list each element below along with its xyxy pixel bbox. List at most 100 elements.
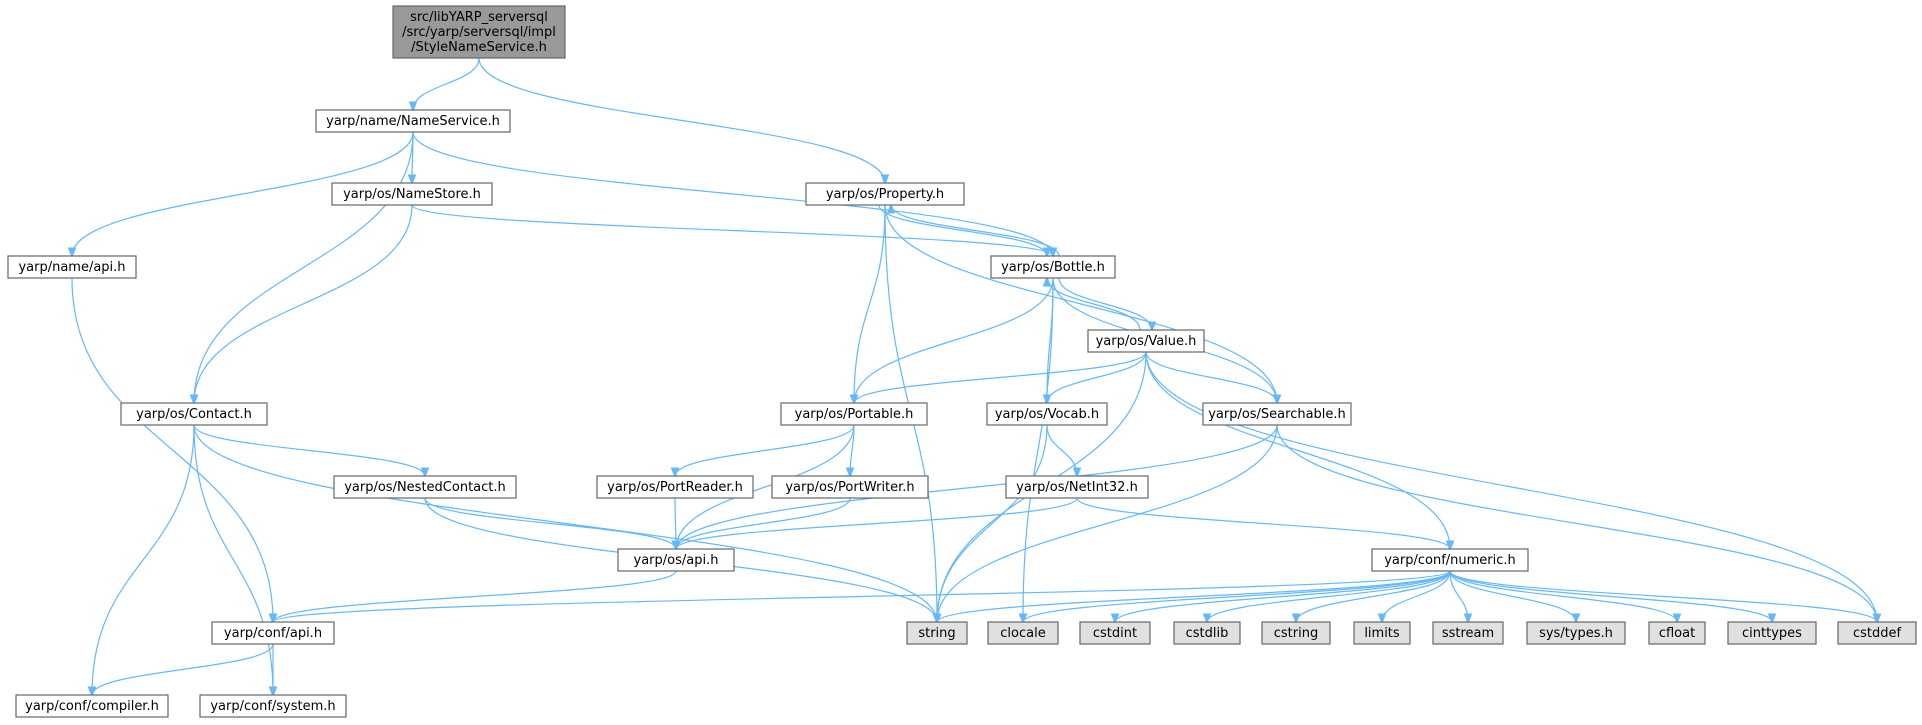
node-label-nestedcontact: yarp/os/NestedContact.h <box>344 480 506 495</box>
node-label-clocale: clocale <box>1000 626 1045 641</box>
node-label-confapi: yarp/conf/api.h <box>224 626 322 641</box>
node-box-cstdint <box>1079 621 1151 645</box>
node-bottle[interactable]: yarp/os/Bottle.h <box>990 255 1116 279</box>
edge-numeric-to-cinttypes <box>1449 570 1772 622</box>
node-label-property: yarp/os/Property.h <box>826 187 944 202</box>
node-value[interactable]: yarp/os/Value.h <box>1087 329 1205 353</box>
edge-numeric-to-limits <box>1382 570 1451 622</box>
node-box-compiler <box>15 694 169 718</box>
node-label-cfloat: cfloat <box>1659 626 1695 641</box>
node-label-limits: limits <box>1364 626 1400 641</box>
edge-value-to-bottle <box>1047 278 1141 331</box>
node-label-searchable: yarp/os/Searchable.h <box>1208 407 1346 422</box>
node-box-portwriter <box>771 475 929 499</box>
node-portable[interactable]: yarp/os/Portable.h <box>780 402 928 426</box>
edge-searchable-to-cstddef <box>1276 424 1877 622</box>
node-label-vocab: yarp/os/Vocab.h <box>995 407 1099 422</box>
edge-numeric-to-cfloat <box>1449 570 1677 622</box>
node-systypes: sys/types.h <box>1526 621 1626 645</box>
node-label-root: /StyleNameService.h <box>411 40 547 55</box>
node-portreader[interactable]: yarp/os/PortReader.h <box>596 475 754 499</box>
edge-numeric-to-cstdlib <box>1207 570 1451 622</box>
node-box-vocab <box>986 402 1108 426</box>
node-label-root: /src/yarp/serversql/impl <box>402 25 556 40</box>
edge-namestore-to-contact <box>194 204 413 403</box>
node-clocale: clocale <box>987 621 1059 645</box>
node-label-netint32: yarp/os/NetInt32.h <box>1016 480 1138 495</box>
edge-nameapi-to-confapi <box>71 277 273 622</box>
edge-contact-to-system <box>193 424 273 695</box>
node-box-cinttypes <box>1727 621 1817 645</box>
edge-nameservice-to-contact <box>194 131 414 403</box>
edge-value-to-searchable <box>1145 351 1277 403</box>
edge-searchable-to-string <box>937 424 1278 622</box>
edge-numeric-to-confapi <box>273 570 1451 622</box>
node-label-string: string <box>918 626 955 641</box>
node-label-system: yarp/conf/system.h <box>210 699 335 714</box>
node-confapi[interactable]: yarp/conf/api.h <box>211 621 335 645</box>
node-box-portable <box>780 402 928 426</box>
node-label-cstdint: cstdint <box>1093 626 1137 641</box>
node-searchable[interactable]: yarp/os/Searchable.h <box>1202 402 1352 426</box>
node-nestedcontact[interactable]: yarp/os/NestedContact.h <box>333 475 517 499</box>
node-box-sstream <box>1432 621 1504 645</box>
node-portwriter[interactable]: yarp/os/PortWriter.h <box>771 475 929 499</box>
node-label-compiler: yarp/conf/compiler.h <box>25 699 159 714</box>
node-label-portable: yarp/os/Portable.h <box>795 407 914 422</box>
edge-value-to-vocab <box>1047 351 1147 403</box>
edge-namestore-to-bottle <box>411 204 1053 256</box>
node-property[interactable]: yarp/os/Property.h <box>805 182 965 206</box>
node-box-confapi <box>211 621 335 645</box>
node-label-portwriter: yarp/os/PortWriter.h <box>785 480 914 495</box>
node-box-cstring <box>1261 621 1331 645</box>
node-cstring: cstring <box>1261 621 1331 645</box>
node-label-cstddef: cstddef <box>1853 626 1902 641</box>
node-label-namestore: yarp/os/NameStore.h <box>343 187 481 202</box>
node-box-netint32 <box>1005 475 1149 499</box>
node-box-property <box>805 182 965 206</box>
edge-vocab-to-netint32 <box>1046 424 1077 476</box>
edge-contact-to-compiler <box>92 424 195 695</box>
edge-nameservice-to-nameapi <box>72 131 414 256</box>
node-root[interactable]: src/libYARP_serversql/src/yarp/serversql… <box>392 5 566 59</box>
edge-netint32-to-numeric <box>1076 497 1450 549</box>
node-sstream: sstream <box>1432 621 1504 645</box>
node-cstdint: cstdint <box>1079 621 1151 645</box>
node-box-osapi <box>617 548 735 572</box>
edge-value-to-portable <box>854 351 1147 403</box>
node-system[interactable]: yarp/conf/system.h <box>199 694 347 718</box>
node-vocab[interactable]: yarp/os/Vocab.h <box>986 402 1108 426</box>
edge-property-to-searchable <box>884 204 1277 403</box>
node-label-nameapi: yarp/name/api.h <box>18 260 125 275</box>
edge-root-to-nameservice <box>413 57 480 110</box>
node-label-numeric: yarp/conf/numeric.h <box>1384 553 1516 568</box>
edge-numeric-to-sstream <box>1449 570 1468 622</box>
edge-searchable-to-osapi <box>676 424 1278 549</box>
node-layer: src/libYARP_serversql/src/yarp/serversql… <box>7 5 1917 718</box>
node-namestore[interactable]: yarp/os/NameStore.h <box>331 182 493 206</box>
node-box-nameservice <box>315 109 511 133</box>
node-box-bottle <box>990 255 1116 279</box>
node-cinttypes: cinttypes <box>1727 621 1817 645</box>
node-netint32[interactable]: yarp/os/NetInt32.h <box>1005 475 1149 499</box>
edge-portreader-to-osapi <box>675 497 676 549</box>
node-label-sstream: sstream <box>1442 626 1494 641</box>
node-cstdlib: cstdlib <box>1173 621 1241 645</box>
edge-property-to-portable <box>854 204 886 403</box>
edge-value-to-cstddef <box>1145 351 1877 622</box>
node-box-system <box>199 694 347 718</box>
node-label-cstdlib: cstdlib <box>1186 626 1229 641</box>
node-compiler[interactable]: yarp/conf/compiler.h <box>15 694 169 718</box>
node-box-cstdlib <box>1173 621 1241 645</box>
edge-nestedcontact-to-osapi <box>424 497 676 549</box>
node-nameservice[interactable]: yarp/name/NameService.h <box>315 109 511 133</box>
node-box-value <box>1087 329 1205 353</box>
node-numeric[interactable]: yarp/conf/numeric.h <box>1371 548 1529 572</box>
edge-bottle-to-portable <box>854 277 1054 403</box>
node-osapi[interactable]: yarp/os/api.h <box>617 548 735 572</box>
node-label-cinttypes: cinttypes <box>1742 626 1802 641</box>
node-contact[interactable]: yarp/os/Contact.h <box>120 402 268 426</box>
edge-root-to-property <box>478 57 885 183</box>
node-nameapi[interactable]: yarp/name/api.h <box>7 255 137 279</box>
node-cstddef: cstddef <box>1837 621 1917 645</box>
